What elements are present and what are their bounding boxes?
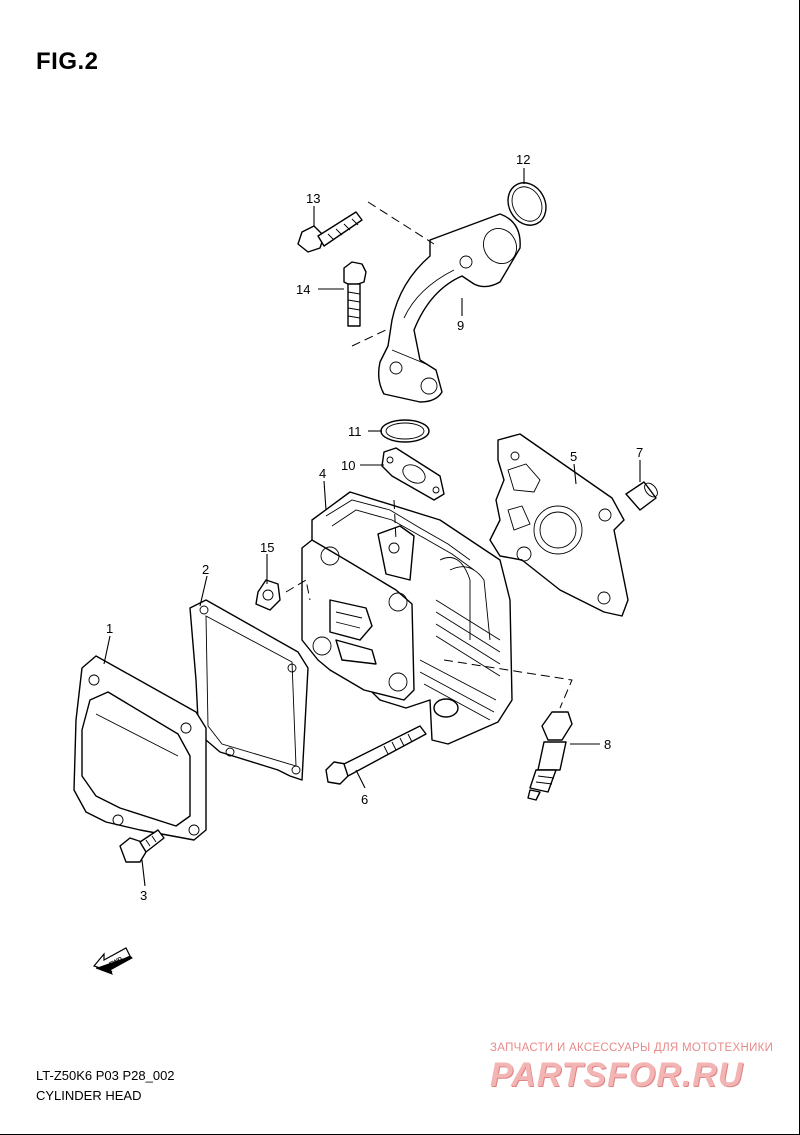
callout-9: 9 [457,318,464,333]
part-1-head-cover [73,655,207,841]
part-4-cylinder-head [301,491,513,745]
fwd-arrow-icon: FWD [92,947,133,975]
callout-1: 1 [106,621,113,636]
figure-title: FIG.2 [36,48,99,75]
callout-numbers: 12 13 14 9 11 10 4 5 7 15 2 1 8 6 3 [106,152,643,903]
part-5-cylinder-gasket [489,433,629,617]
callout-15: 15 [260,540,274,555]
callout-14: 14 [296,282,310,297]
watermark-tagline: ЗАПЧАСТИ И АКСЕССУАРЫ ДЛЯ МОТОТЕХНИКИ [490,1042,774,1054]
part-12-o-ring [507,182,547,226]
watermark-brand: PARTSFOR.RU [490,1056,744,1094]
part-10-insulator [381,447,445,501]
callout-10: 10 [341,458,355,473]
callout-6: 6 [361,792,368,807]
part-3-bolt [119,829,165,863]
model-code: LT-Z50K6 P03 P28_002 [36,1068,175,1083]
callout-5: 5 [570,449,577,464]
callout-4: 4 [319,466,326,481]
leader-lines [103,168,641,887]
callout-12: 12 [516,152,530,167]
callout-13: 13 [306,191,320,206]
part-13-bolt [297,211,363,253]
part-8-spark-plug [527,711,573,801]
callout-11: 11 [348,424,362,439]
assembly-line-10 [393,499,397,541]
callout-8: 8 [604,737,611,752]
assembly-line-15 [285,579,311,601]
part-7-dowel-pin [625,481,658,511]
assembly-line-14 [351,327,391,347]
part-9-intake-pipe [377,213,521,403]
callout-3: 3 [140,888,147,903]
part-15-nut [255,579,281,611]
diagram-caption: CYLINDER HEAD [36,1088,142,1103]
part-2-cover-gasket [189,599,309,781]
part-14-stud [343,261,367,327]
callout-2: 2 [202,562,209,577]
callout-7: 7 [636,445,643,460]
assembly-line-8 [443,659,573,709]
part-6-bolt [325,725,427,785]
assembly-line-13 [367,201,435,245]
